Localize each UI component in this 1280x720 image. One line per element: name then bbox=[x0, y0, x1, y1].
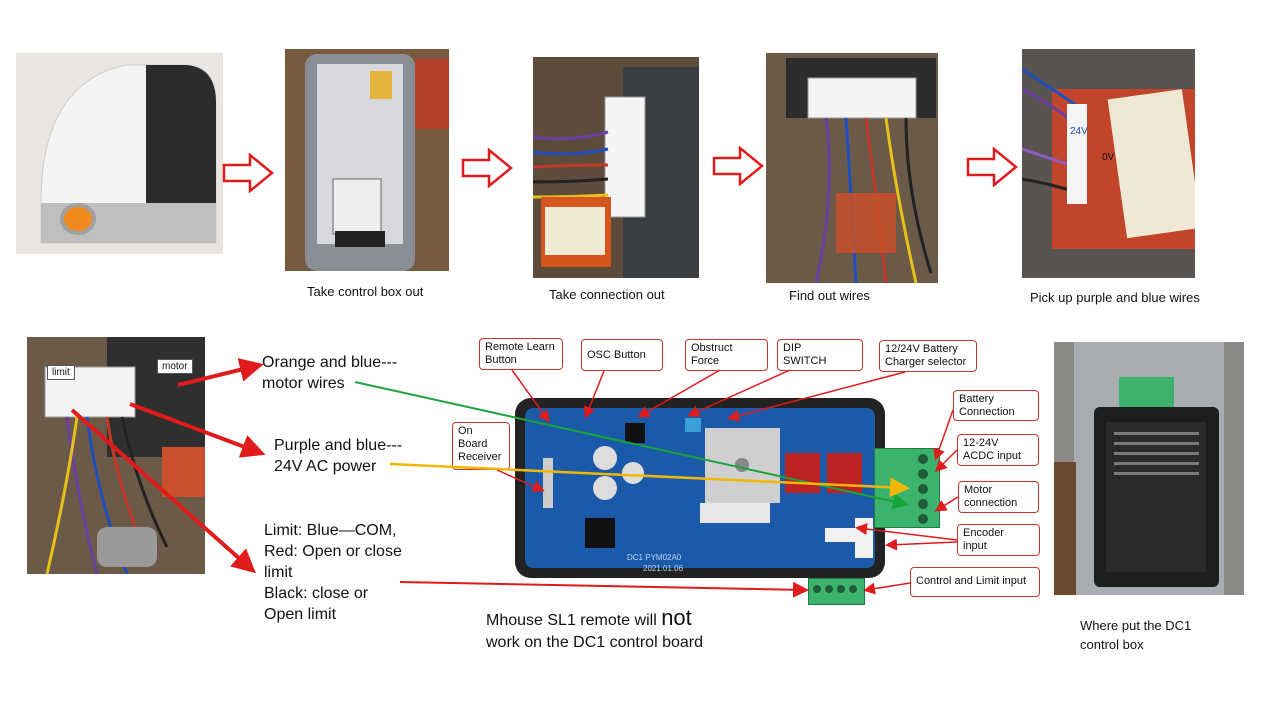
callout-remote-learn: Remote Learn Button bbox=[479, 338, 563, 370]
callout-osc-button: OSC Button bbox=[581, 339, 663, 371]
note-part1: Mhouse SL1 remote will bbox=[486, 612, 662, 629]
callout-acdc-input: 12-24V ACDC input bbox=[957, 434, 1039, 466]
control-board-photo: DC1 PYM02A0 2021.01.06 bbox=[515, 398, 885, 578]
callout-charger-selector: 12/24V Battery Charger selector bbox=[879, 340, 977, 372]
note-part3: work on the DC1 control board bbox=[486, 634, 703, 651]
transformer-label-0v: 0V bbox=[1102, 152, 1115, 163]
limit-tag: limit bbox=[47, 365, 75, 380]
wiring-photo: limit motor bbox=[27, 337, 205, 574]
caption-step-5: Pick up purple and blue wires bbox=[1030, 290, 1200, 305]
board-silk-model: DC1 PYM02A0 bbox=[627, 553, 682, 562]
transformer-photo: 24V 0V bbox=[1022, 49, 1195, 278]
step-arrow-icon bbox=[461, 148, 513, 188]
caption-step-2: Take control box out bbox=[307, 284, 424, 299]
callout-motor-connection: Motor connection bbox=[958, 481, 1039, 513]
callout-dip-switch: DIP SWITCH bbox=[777, 339, 863, 371]
board-silk-date: 2021.01.06 bbox=[643, 564, 684, 573]
wires-photo bbox=[766, 53, 938, 283]
callout-obstruct-force: Obstruct Force bbox=[685, 339, 768, 371]
step-arrow-icon bbox=[966, 147, 1018, 187]
control-box-photo bbox=[285, 49, 449, 271]
caption-step-4: Find out wires bbox=[789, 288, 870, 303]
limit-info-label: Limit: Blue—COM, Red: Open or close limi… bbox=[264, 522, 402, 623]
callout-battery-connection: Battery Connection bbox=[953, 390, 1039, 421]
callout-control-limit: Control and Limit input bbox=[910, 567, 1040, 597]
compatibility-note: Mhouse SL1 remote will not work on the D… bbox=[486, 607, 703, 654]
step-arrow-icon bbox=[222, 153, 274, 193]
transformer-label-24v: 24V bbox=[1070, 126, 1088, 137]
callout-on-board-receiver: On Board Receiver bbox=[452, 422, 510, 470]
terminal-block-right bbox=[874, 448, 940, 528]
opener-photo bbox=[16, 53, 223, 254]
placement-photo bbox=[1054, 342, 1244, 595]
motor-tag: motor bbox=[157, 359, 193, 374]
ac-power-label: Purple and blue--- 24V AC power bbox=[274, 437, 403, 475]
step-arrow-icon bbox=[712, 146, 764, 186]
note-emphasis: not bbox=[661, 605, 692, 630]
callout-encoder-input: Encoder input bbox=[957, 524, 1040, 556]
connection-photo bbox=[533, 57, 699, 278]
placement-caption: Where put the DC1 control box bbox=[1080, 618, 1192, 652]
caption-step-3: Take connection out bbox=[549, 287, 665, 302]
motor-wires-label: Orange and blue--- motor wires bbox=[262, 354, 398, 392]
terminal-block-bottom bbox=[808, 578, 865, 605]
